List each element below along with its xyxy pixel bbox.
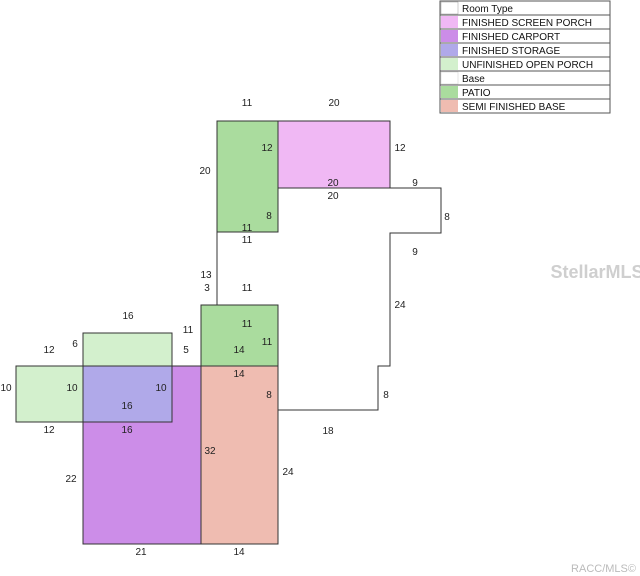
dim-label: 3 bbox=[204, 283, 210, 294]
dim-label: 11 bbox=[242, 283, 253, 294]
dim-label: 12 bbox=[261, 143, 273, 154]
dim-label: 20 bbox=[328, 98, 340, 109]
dim-label: 21 bbox=[135, 547, 147, 558]
dim-label: 8 bbox=[266, 390, 272, 401]
dim-label: 16 bbox=[122, 311, 134, 322]
legend-row-storage: FINISHED STORAGE bbox=[439, 42, 611, 58]
legend-swatch bbox=[441, 44, 458, 56]
legend-label: FINISHED CARPORT bbox=[462, 32, 560, 43]
dim-label: 14 bbox=[233, 369, 245, 380]
dim-label: 12 bbox=[394, 143, 406, 154]
dim-label: 11 bbox=[242, 319, 253, 330]
dim-label: 11 bbox=[183, 325, 194, 336]
dim-label: 10 bbox=[0, 383, 12, 394]
legend-label: SEMI FINISHED BASE bbox=[462, 102, 566, 113]
dim-label: 20 bbox=[327, 191, 339, 202]
legend-swatch bbox=[441, 16, 458, 28]
patio-top bbox=[216, 120, 279, 233]
dim-label: 16 bbox=[121, 401, 133, 412]
dim-label: 32 bbox=[204, 446, 216, 457]
legend-row-carport: FINISHED CARPORT bbox=[439, 28, 611, 44]
legend-row-patio: PATIO bbox=[439, 84, 611, 100]
dim-label: 20 bbox=[199, 166, 211, 177]
dim-label: 14 bbox=[233, 345, 245, 356]
legend-swatch bbox=[441, 86, 458, 98]
storage bbox=[82, 365, 173, 423]
legend-swatch bbox=[440, 71, 459, 85]
dim-label: 10 bbox=[66, 383, 78, 394]
dim-label: 13 bbox=[200, 270, 212, 281]
dim-label: 9 bbox=[412, 247, 418, 258]
dim-label: 18 bbox=[322, 426, 334, 437]
legend-label: Base bbox=[462, 74, 485, 85]
dim-label: 20 bbox=[327, 178, 339, 189]
watermark: StellarMLS bbox=[550, 262, 640, 282]
legend-label: PATIO bbox=[462, 88, 491, 99]
copyright-text: RACC/MLS© bbox=[571, 563, 636, 575]
dim-label: 14 bbox=[233, 547, 245, 558]
dim-label: 8 bbox=[383, 390, 389, 401]
dim-label: 6 bbox=[72, 339, 78, 350]
dim-label: 10 bbox=[155, 383, 167, 394]
dim-label: 22 bbox=[65, 474, 77, 485]
dimension-labels: 11 20 20 12 12 20 9 20 8 8 11 11 9 13 3 … bbox=[0, 98, 450, 558]
dim-label: 11 bbox=[242, 98, 253, 109]
legend-swatch bbox=[441, 100, 458, 112]
legend-title: Room Type bbox=[462, 4, 513, 15]
legend-row-semi-finished-base: SEMI FINISHED BASE bbox=[439, 98, 611, 114]
legend-label: FINISHED SCREEN PORCH bbox=[462, 18, 592, 29]
legend-swatch bbox=[441, 30, 458, 42]
legend-title-row: Room Type bbox=[439, 0, 611, 16]
semi-finished-base bbox=[200, 365, 279, 545]
legend-swatch bbox=[441, 58, 458, 70]
dim-label: 24 bbox=[282, 467, 294, 478]
dim-label: 11 bbox=[262, 337, 273, 348]
dim-label: 16 bbox=[121, 425, 133, 436]
dim-label: 24 bbox=[394, 300, 406, 311]
dim-label: 11 bbox=[242, 223, 253, 234]
legend-label: UNFINISHED OPEN PORCH bbox=[462, 60, 593, 71]
legend: Room Type FINISHED SCREEN PORCH FINISHED… bbox=[439, 0, 611, 114]
dim-label: 9 bbox=[412, 178, 418, 189]
dim-label: 8 bbox=[266, 211, 272, 222]
screen-porch bbox=[277, 120, 391, 189]
open-porch-top bbox=[82, 332, 173, 367]
patio-lower bbox=[200, 304, 279, 367]
dim-label: 12 bbox=[43, 425, 55, 436]
dim-label: 5 bbox=[183, 345, 189, 356]
open-porch-left bbox=[15, 365, 84, 423]
legend-label: FINISHED STORAGE bbox=[462, 46, 560, 57]
legend-row-open-porch: UNFINISHED OPEN PORCH bbox=[439, 56, 611, 72]
dim-label: 11 bbox=[242, 235, 253, 246]
legend-row-base: Base bbox=[439, 70, 611, 86]
legend-row-screen-porch: FINISHED SCREEN PORCH bbox=[439, 14, 611, 30]
dim-label: 12 bbox=[43, 345, 55, 356]
dim-label: 8 bbox=[444, 212, 450, 223]
